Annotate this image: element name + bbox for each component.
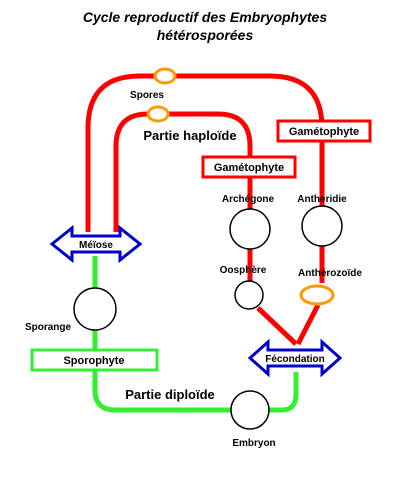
diploid-embryon-to-fecondation	[268, 372, 299, 413]
sporange-label: Sporange	[25, 322, 72, 333]
gametophyte-male-label: Gamétophyte	[289, 126, 359, 138]
sporange-circle	[73, 287, 117, 331]
meiose-label: Méïose	[79, 240, 113, 251]
embryon-circle	[230, 390, 270, 430]
haploid-inner-loop	[113, 111, 253, 232]
spores-label: Spores	[130, 90, 164, 101]
gametophyte-male-box	[276, 119, 372, 143]
haploid-outer-loop	[85, 73, 325, 232]
oosphere-circle	[234, 280, 264, 310]
haploid-antherozoide-to-fecondation	[295, 303, 321, 346]
diagram-title-line-1: Cycle reproductif des Embryophytes	[83, 9, 328, 25]
fecondation-label: Fécondation	[265, 354, 324, 365]
sporophyte-label: Sporophyte	[63, 355, 124, 367]
fecondation-arrow	[247, 338, 343, 378]
archegone-label: Archégone	[222, 194, 275, 205]
partie-diploide-label: Partie diploïde	[125, 387, 215, 402]
archegone-circle	[229, 208, 271, 250]
antheridie-label: Antheridie	[297, 194, 347, 205]
embryon-label: Embryon	[232, 438, 275, 449]
sporophyte-box	[30, 348, 159, 372]
antherozoide-label: Anthérozoïde	[298, 268, 362, 279]
oosphere-label: Oosphère	[220, 265, 267, 276]
haploid-oosphere-to-fecondation	[256, 306, 298, 346]
spore-ring-inner	[146, 105, 170, 123]
antherozoide-ring	[299, 284, 335, 306]
spore-ring-outer	[153, 67, 177, 85]
diagram-title-line-2: hétérosporées	[157, 27, 254, 43]
partie-haploide-label: Partie haploïde	[143, 128, 236, 143]
antheridie-circle	[301, 205, 343, 247]
meiose-arrow	[49, 224, 143, 264]
diploid-bottom-path	[92, 370, 232, 413]
gametophyte-female-label: Gamétophyte	[214, 162, 284, 174]
gametophyte-female-box	[201, 155, 297, 179]
